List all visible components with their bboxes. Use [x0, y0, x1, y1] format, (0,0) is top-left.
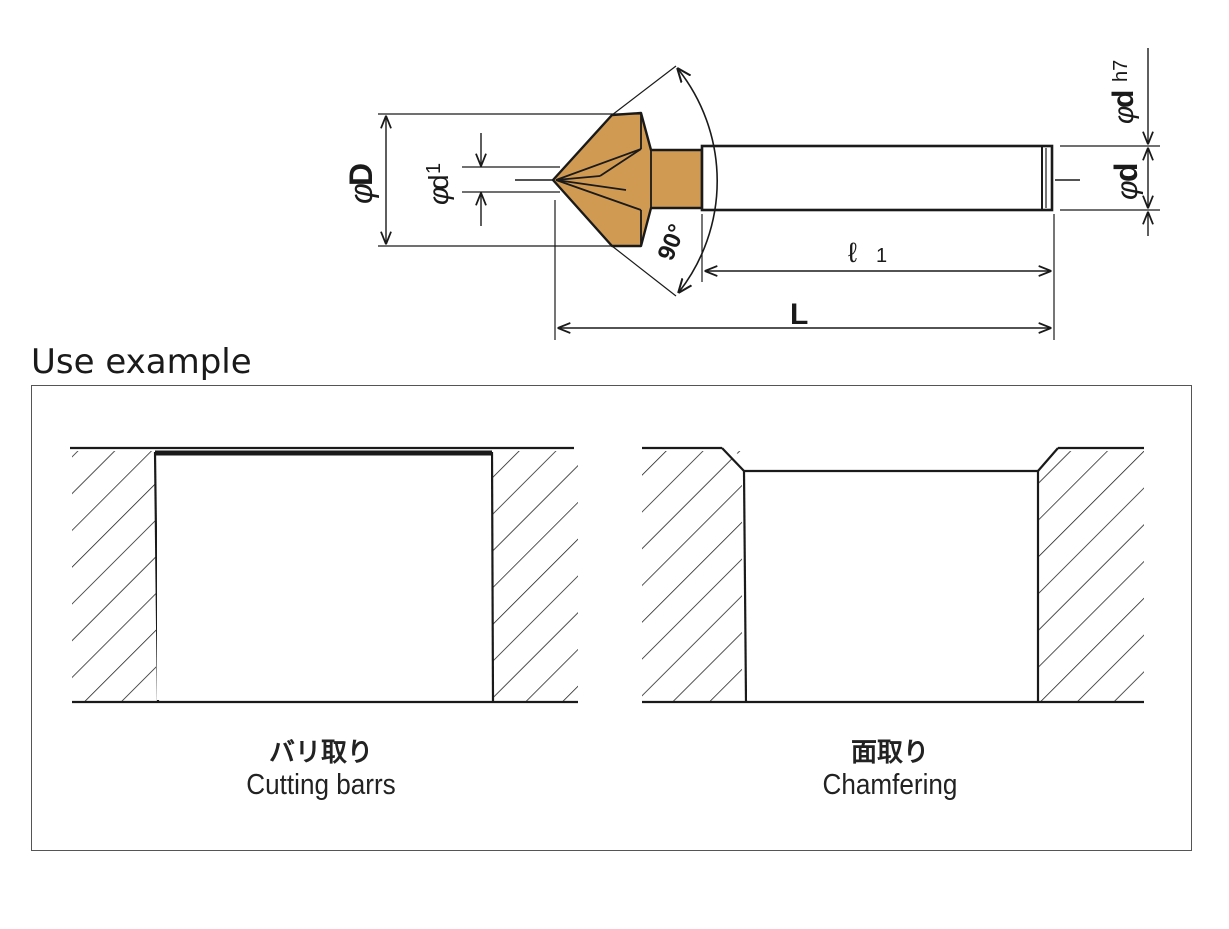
hole-wall-right-1 [490, 451, 495, 703]
label-phi-D: φ [343, 183, 379, 204]
chamfer-right [1037, 447, 1059, 472]
hole-wall-left-2 [742, 470, 748, 703]
extension-lines [378, 113, 1160, 340]
label-d1-sub: 1 [423, 163, 445, 174]
label-dh7: d [1107, 90, 1140, 108]
label-phi-d1: φ [423, 187, 454, 205]
workpiece-left-2 [642, 451, 742, 701]
label-d1: d [423, 174, 454, 190]
caption-chamfering-en: Chamfering [822, 769, 958, 801]
chamfer-left [721, 447, 745, 472]
label-angle: 90° [653, 220, 692, 264]
label-l1-sub: 1 [876, 245, 887, 267]
countersink-drawing: φ D φ d 1 φ d φ d h7 ℓ 1 L 90° [343, 48, 1160, 340]
label-phi-d: φ [1111, 180, 1144, 200]
use-example-title: Use example [31, 342, 252, 382]
label-D: D [343, 163, 379, 186]
workpiece-right-2 [1038, 451, 1144, 701]
use-example-drawings [70, 446, 1144, 704]
label-L: L [790, 298, 808, 331]
label-l1: ℓ [848, 237, 857, 268]
deburring-illustration [70, 446, 578, 704]
caption-chamfering: 面取り Chamfering [740, 736, 1040, 802]
label-dh7-sub: h7 [1110, 60, 1132, 82]
angle-arc [678, 69, 718, 292]
workpiece-left-1 [72, 451, 156, 701]
caption-deburring-jp: バリ取り [268, 737, 373, 767]
chamfering-illustration [642, 446, 1144, 704]
label-phi-dh7: φ [1108, 106, 1139, 124]
workpiece-right-1 [492, 451, 578, 701]
angle-ext-bottom [611, 245, 677, 297]
label-d: d [1108, 162, 1144, 182]
tool-shank [700, 144, 1054, 212]
caption-chamfering-jp: 面取り [850, 737, 929, 767]
angle-ext-top [611, 65, 677, 116]
caption-deburring: バリ取り Cutting barrs [171, 736, 471, 802]
use-example-frame: バリ取り Cutting barrs 面取り Chamfering [31, 385, 1192, 851]
cutter-facets [555, 113, 652, 246]
caption-deburring-en: Cutting barrs [246, 769, 396, 801]
